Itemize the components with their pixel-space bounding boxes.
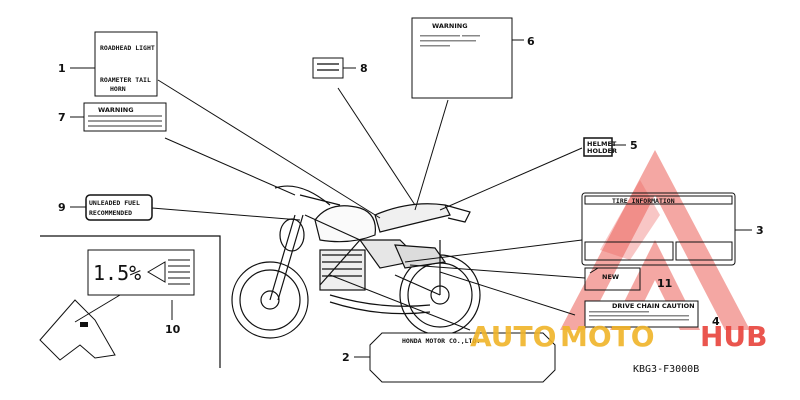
watermark-part3: HUB — [700, 320, 768, 353]
watermark-text: AUTO MOTO HUB — [470, 320, 768, 353]
callout-8: 8 — [360, 62, 368, 75]
label-5-line1: HELMET — [587, 140, 617, 148]
motorcycle-illustration — [231, 185, 481, 339]
callout-2: 2 — [342, 351, 350, 364]
label-6-title: WARNING — [432, 22, 468, 30]
leader-lines — [74, 79, 586, 331]
callout-5: 5 — [630, 139, 638, 152]
label-1-line3: HORN — [110, 85, 126, 93]
label-1-line1: ROADHEAD LIGHT — [100, 44, 155, 52]
callout-10: 10 — [165, 323, 181, 336]
watermark-part2: MOTO — [560, 320, 655, 353]
label-5-helmet-holder: HELMET HOLDER 5 — [583, 137, 638, 157]
callout-9: 9 — [58, 201, 66, 214]
label-7-warning: WARNING 7 — [58, 102, 167, 132]
label-10-headlight-aim: 1.5% 10 — [39, 249, 195, 361]
label-11-text: NEW — [602, 273, 619, 281]
label-3-tire-information: TIRE INFORMATION 3 — [581, 192, 764, 266]
label-10-text: 1.5% — [93, 261, 141, 285]
label-3-title: TIRE INFORMATION — [612, 197, 675, 205]
label-9-line2: RECOMMENDED — [89, 209, 132, 217]
label-7-title: WARNING — [98, 106, 134, 114]
callout-11: 11 — [657, 277, 672, 290]
callout-6: 6 — [527, 35, 535, 48]
diagram-code: KBG3-F3000B — [633, 364, 699, 375]
label-11-new: NEW 11 — [584, 267, 672, 291]
callout-3: 3 — [756, 224, 764, 237]
label-9-line1: UNLEADED FUEL — [89, 199, 140, 207]
label-1-line2: ROAMETER TAIL — [100, 76, 151, 84]
label-4-drive-chain: DRIVE CHAIN CAUTION 4 — [584, 300, 720, 328]
callout-7: 7 — [58, 111, 66, 124]
callout-1: 1 — [58, 62, 66, 75]
label-2-manufacturer-plate: HONDA MOTOR CO.,LTD. 2 — [342, 332, 556, 383]
label-2-text: HONDA MOTOR CO.,LTD. — [402, 337, 480, 345]
label-8-small: 8 — [312, 57, 368, 79]
label-6-warning: WARNING 6 — [411, 17, 535, 99]
watermark-part1: AUTO — [470, 320, 556, 353]
label-4-title: DRIVE CHAIN CAUTION — [612, 302, 695, 310]
label-5-line2: HOLDER — [587, 147, 617, 155]
label-9-fuel: UNLEADED FUEL RECOMMENDED 9 — [58, 194, 153, 221]
callout-4: 4 — [712, 315, 720, 328]
inset-frame — [40, 235, 221, 368]
label-1-lighting: ROADHEAD LIGHT ROAMETER TAIL HORN 1 — [58, 31, 158, 97]
